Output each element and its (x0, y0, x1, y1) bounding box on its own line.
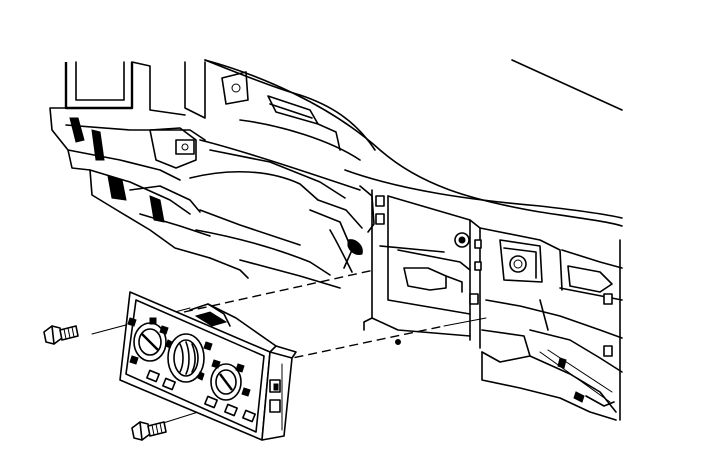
hvac-control-head (119, 291, 297, 441)
screw-fastener-upper (43, 325, 79, 345)
control-head-cavity (363, 189, 482, 349)
center-duct-frame (189, 139, 385, 289)
screw-fastener-lower (131, 421, 167, 441)
right-lower-panel (479, 227, 623, 421)
dash-left-end (49, 61, 211, 259)
control-buttons (146, 369, 256, 423)
instrument-panel-upper-surface (204, 59, 623, 227)
upper-bracket (221, 71, 341, 151)
blower-knob (165, 333, 213, 383)
temperature-knob (210, 359, 251, 401)
mode-knob (127, 317, 169, 365)
